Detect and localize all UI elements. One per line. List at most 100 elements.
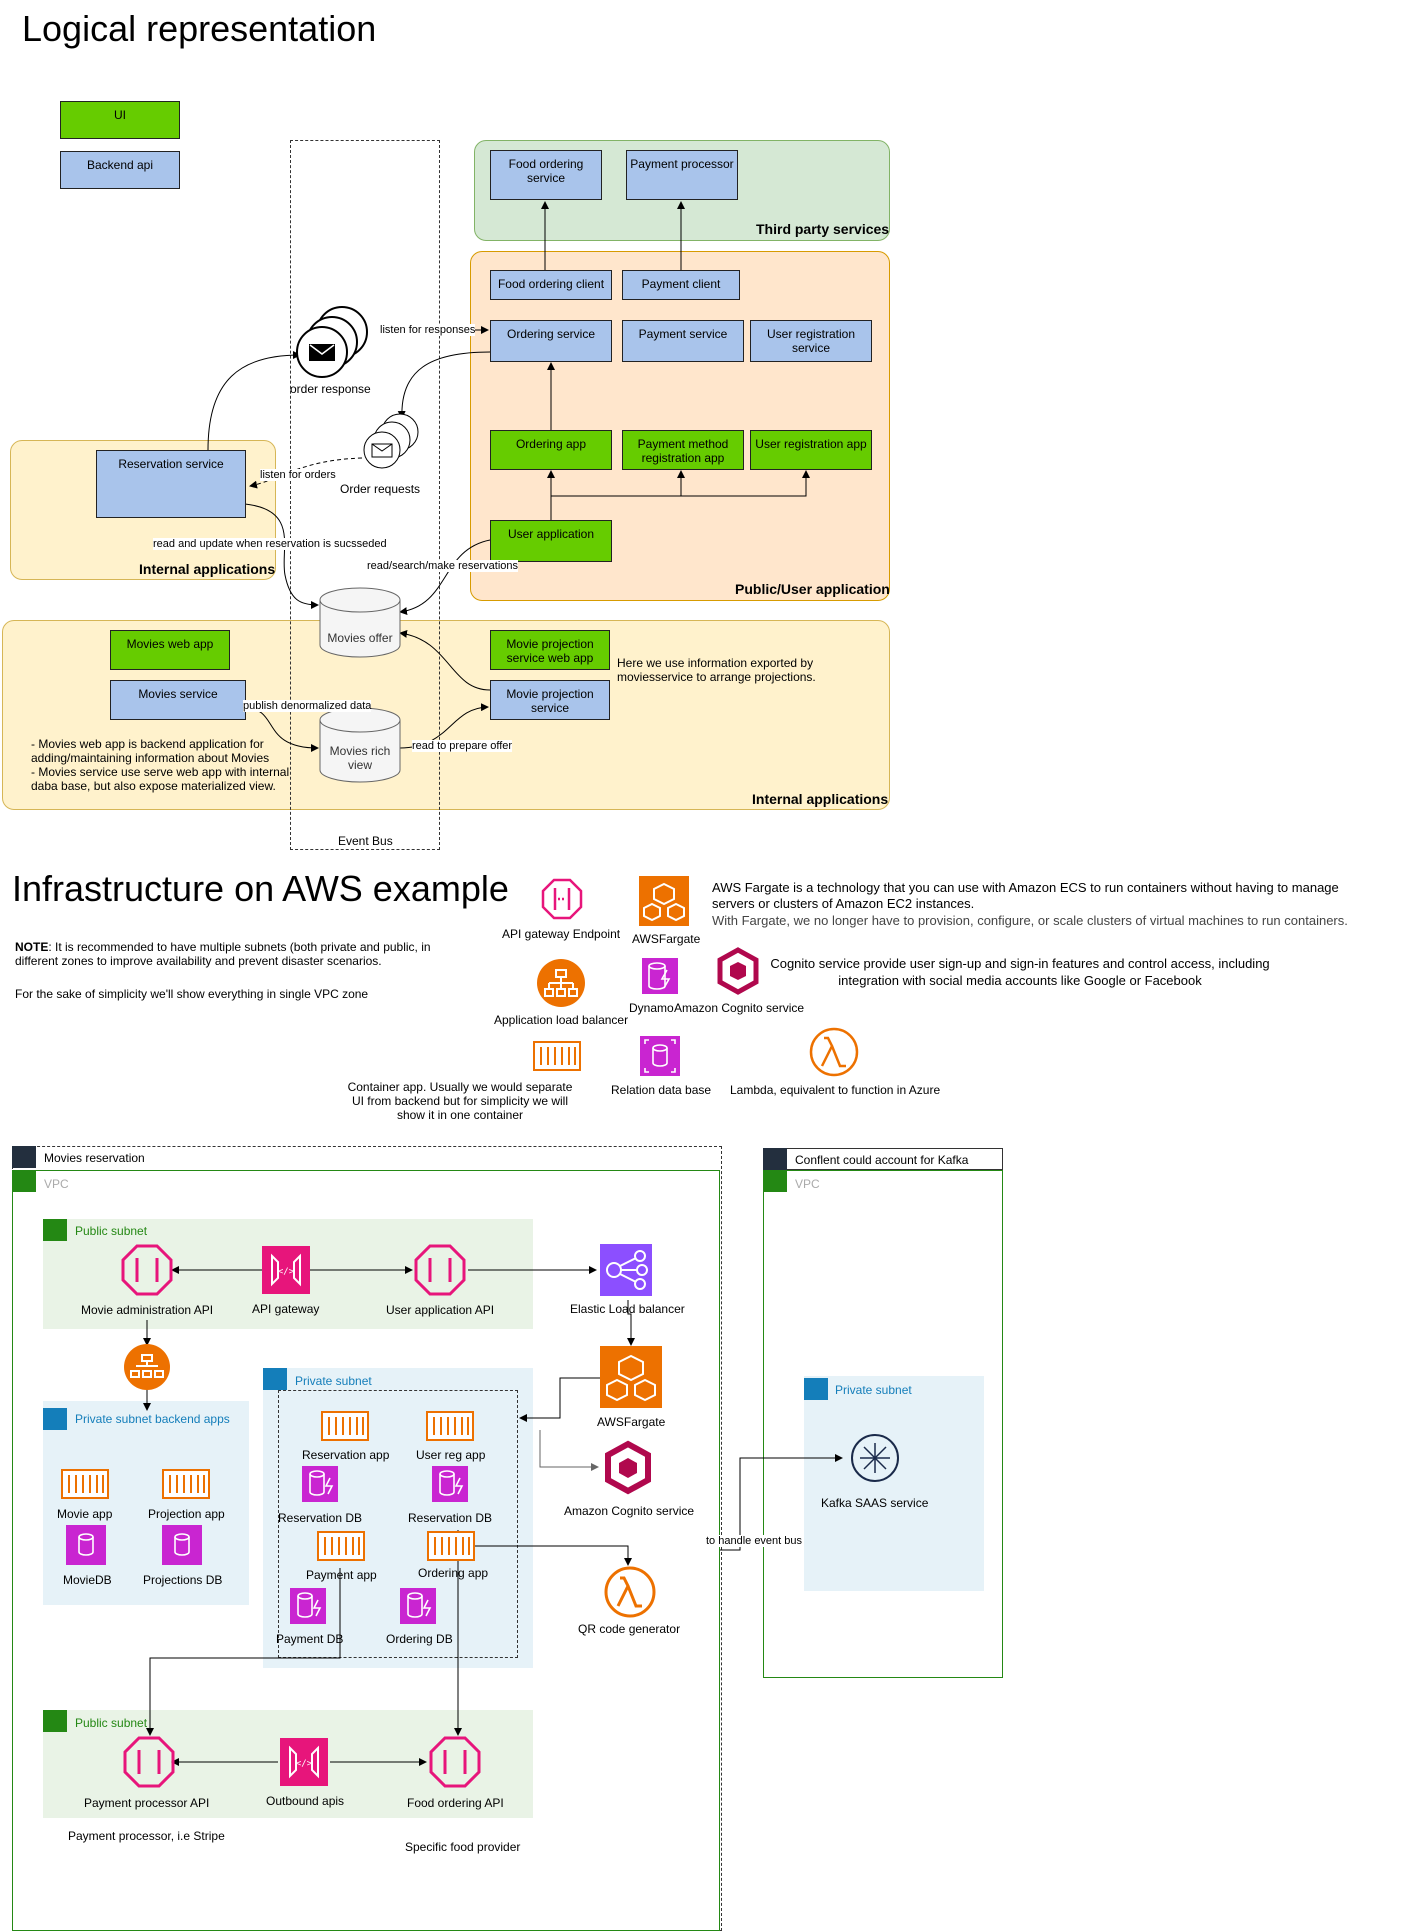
edge-read-search-make: read/search/make reservations xyxy=(367,560,519,572)
group-private-backend-title: Private subnet backend apps xyxy=(75,1412,230,1426)
food-ordering-client: Food ordering client xyxy=(490,270,612,300)
qr-lambda-icon xyxy=(604,1566,656,1618)
api-gateway-endpoint-icon xyxy=(541,878,583,920)
logical-title: Logical representation xyxy=(22,8,377,49)
user-registration-app: User registration app xyxy=(750,430,872,470)
aws-note-text: : It is recommended to have multiple sub… xyxy=(15,940,431,968)
vpc-icon-2 xyxy=(763,1170,787,1192)
outbound-apis-icon: </> xyxy=(280,1738,328,1786)
aws-note-simplicity: For the sake of simplicity we'll show ev… xyxy=(15,987,369,1001)
group-private-subnet-kafka xyxy=(804,1376,984,1591)
vpc-icon-1 xyxy=(12,1170,36,1192)
outbound-apis-label: Outbound apis xyxy=(266,1794,345,1808)
svg-text:</>: </> xyxy=(296,1759,313,1769)
payment-method-registration-app: Payment method registration app xyxy=(622,430,744,470)
fargate-label: AWSFargate xyxy=(597,1415,666,1429)
cloud-icon-2 xyxy=(763,1148,787,1170)
group-public-subnet-top-title: Public subnet xyxy=(75,1224,148,1238)
movies-rich-view-db xyxy=(319,720,401,783)
movie-projection-service: Movie projection service xyxy=(490,680,610,720)
group-vpc2-title: VPC xyxy=(795,1177,820,1191)
movies-offer-label: Movies offer xyxy=(327,631,393,645)
cognito-legend-icon xyxy=(717,947,759,995)
cognito-label: Amazon Cognito service xyxy=(564,1504,695,1518)
group-vpc2 xyxy=(763,1170,1003,1678)
aws-title: Infrastructure on AWS example xyxy=(12,868,509,909)
edge-listen-for-orders: listen for orders xyxy=(260,469,336,481)
api-gateway-endpoint-label: API gateway Endpoint xyxy=(502,927,621,941)
lock-icon-2 xyxy=(43,1408,67,1430)
lock-icon-3 xyxy=(263,1368,287,1390)
edge-read-to-prepare: read to prepare offer xyxy=(412,740,513,752)
movie-db-label: MovieDB xyxy=(63,1573,112,1587)
cloud-icon-1 xyxy=(12,1146,36,1168)
lock-icon-1 xyxy=(43,1219,67,1241)
food-provider-caption: Specific food provider xyxy=(405,1840,521,1854)
order-response-label: order response xyxy=(290,382,371,396)
reservation-service: Reservation service xyxy=(96,450,246,518)
zone-third-party-title: Third party services xyxy=(756,221,890,237)
lambda-label: Lambda, equivalent to function in Azure xyxy=(730,1083,941,1097)
container-legend-icon xyxy=(533,1041,581,1071)
fargate-desc-1: AWS Fargate is a technology that you can… xyxy=(712,880,1339,911)
reservation-app-icon xyxy=(321,1411,369,1441)
fargate-cluster-boundary xyxy=(278,1390,518,1658)
reservation-db-2-icon xyxy=(432,1466,468,1502)
payment-processor-api-label: Payment processor API xyxy=(84,1796,210,1810)
api-gateway-icon: </> xyxy=(262,1246,310,1294)
group-private-subnet-kafka-title: Private subnet xyxy=(835,1383,912,1397)
container-app-label: Container app. Usually we would separate… xyxy=(347,1080,573,1122)
order-requests-label: Order requests xyxy=(340,482,421,496)
movies-web-app: Movies web app xyxy=(110,630,230,670)
application-load-balancer-label: Application load balancer xyxy=(494,1013,629,1027)
movies-offer-db xyxy=(319,600,401,658)
movie-projection-service-web-app: Movie projection service web app xyxy=(490,630,610,670)
projection-note: Here we use information exported by movi… xyxy=(617,656,816,684)
dynamo-legend-icon xyxy=(642,958,678,994)
food-ordering-service: Food ordering service xyxy=(490,150,602,200)
food-ordering-api-icon xyxy=(429,1736,481,1788)
lock-icon-4 xyxy=(43,1710,67,1732)
movies-note-1: - Movies web app is backend application … xyxy=(31,737,270,765)
movies-service: Movies service xyxy=(110,680,246,720)
payment-processor: Payment processor xyxy=(626,150,738,200)
movie-admin-api-label: Movie administration API xyxy=(81,1303,214,1317)
lambda-legend-icon xyxy=(809,1027,859,1077)
edge-event-bus-label: to handle event bus xyxy=(706,1535,803,1547)
cognito-legend-label: Amazon Cognito service xyxy=(674,1001,805,1015)
relation-db-label: Relation data base xyxy=(611,1083,712,1097)
qr-generator-label: QR code generator xyxy=(578,1622,681,1636)
group-private-subnet-title: Private subnet xyxy=(295,1374,372,1388)
fargate-desc-2: With Fargate, we no longer have to provi… xyxy=(712,913,1348,928)
payment-app-icon xyxy=(317,1531,365,1561)
aws-note-bold: NOTE xyxy=(15,940,49,954)
payment-client: Payment client xyxy=(622,270,740,300)
movie-db-icon xyxy=(66,1525,106,1565)
alb-icon xyxy=(124,1344,170,1390)
ordering-db-label: Ordering DB xyxy=(386,1632,453,1646)
payment-db-icon xyxy=(290,1588,326,1624)
projection-app-icon xyxy=(162,1469,210,1499)
payment-service: Payment service xyxy=(622,320,744,362)
projections-db-icon xyxy=(162,1525,202,1565)
svg-text:</>: </> xyxy=(278,1267,295,1277)
group-public-subnet-bottom-title: Public subnet xyxy=(75,1716,148,1730)
group-confluent-title: Conflent could account for Kafka xyxy=(795,1153,969,1167)
ordering-app: Ordering app xyxy=(490,430,612,470)
zone-internal-top-title: Internal applications xyxy=(139,561,276,577)
movies-rich-view-label: Movies rich view xyxy=(329,744,391,772)
ordering-app-icon xyxy=(427,1531,475,1561)
payment-db-label: Payment DB xyxy=(276,1632,344,1646)
zone-internal-bottom-title: Internal applications xyxy=(752,791,889,807)
legend-ui: UI xyxy=(60,101,180,139)
projections-db-label: Projections DB xyxy=(143,1573,223,1587)
zone-public-user-title: Public/User application xyxy=(735,581,890,597)
lock-icon-5 xyxy=(804,1378,828,1400)
payment-processor-caption: Payment processor, i.e Stripe xyxy=(68,1829,225,1843)
user-reg-app-icon xyxy=(426,1411,474,1441)
payment-processor-api-icon xyxy=(123,1736,175,1788)
load-balancer-legend-icon xyxy=(537,959,585,1007)
ordering-db-icon xyxy=(400,1588,436,1624)
